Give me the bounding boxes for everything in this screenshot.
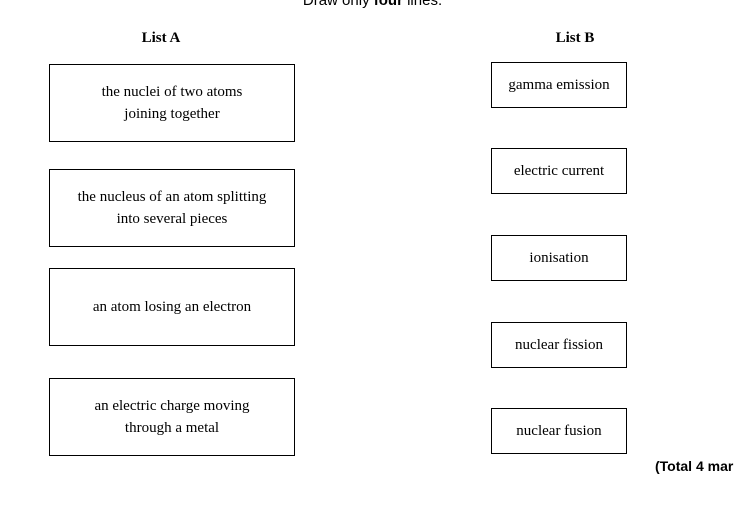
list-b-box-2[interactable]: electric current [491, 148, 627, 194]
list-b-item-3: ionisation [529, 250, 589, 266]
list-b-heading: List B [555, 30, 595, 46]
list-a-heading: List A [141, 30, 181, 46]
instruction-prefix: Draw only [302, 0, 374, 9]
instruction-suffix: lines. [402, 0, 443, 9]
list-b-item-4: nuclear fission [515, 337, 603, 353]
list-b-box-1[interactable]: gamma emission [491, 62, 627, 108]
list-a-item-1: the nuclei of two atoms joining together [101, 84, 243, 122]
list-b-item-2: electric current [513, 163, 605, 179]
list-b-item-1: gamma emission [508, 77, 610, 93]
list-a-box-2[interactable]: the nucleus of an atom splitting into se… [49, 169, 295, 247]
list-a-item-4: an electric charge moving through a meta… [94, 398, 250, 436]
list-a-item-2: the nucleus of an atom splitting into se… [77, 189, 267, 227]
list-a-item-3: an atom losing an electron [92, 299, 252, 315]
instruction-emphasis: four [373, 0, 403, 9]
list-b-box-4[interactable]: nuclear fission [491, 322, 627, 368]
list-a-box-3[interactable]: an atom losing an electron [49, 268, 295, 346]
list-b-box-5[interactable]: nuclear fusion [491, 408, 627, 454]
list-b-item-5: nuclear fusion [516, 423, 602, 439]
list-a-box-1[interactable]: the nuclei of two atoms joining together [49, 64, 295, 142]
list-a-box-4[interactable]: an electric charge moving through a meta… [49, 378, 295, 456]
list-b-box-3[interactable]: ionisation [491, 235, 627, 281]
total-marks: (Total 4 mar [655, 458, 734, 474]
instruction-text: Draw only four lines. [0, 0, 745, 10]
